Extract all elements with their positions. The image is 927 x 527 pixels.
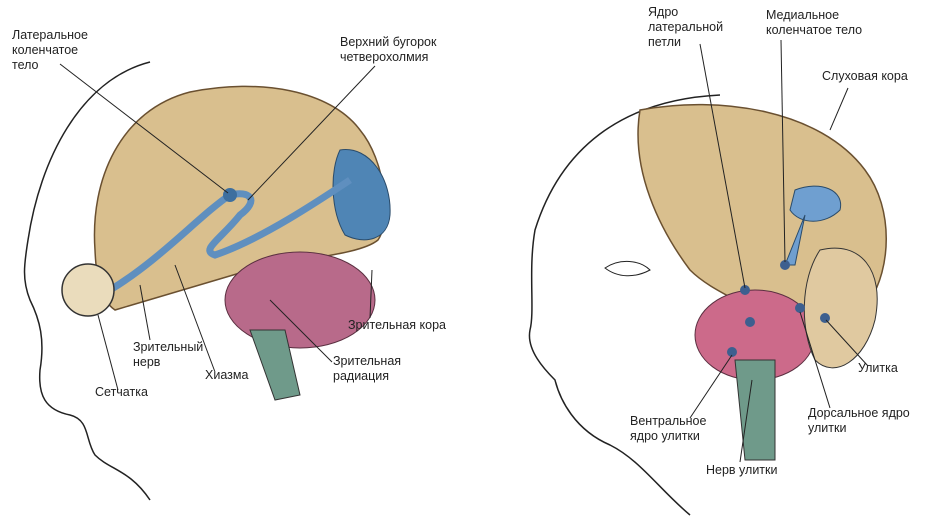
label-optic-radiation: Зрительная радиация	[333, 354, 402, 383]
ear	[803, 247, 878, 369]
leader-lines-right	[689, 39, 869, 463]
head-outline	[528, 94, 721, 516]
label-retina: Сетчатка	[95, 385, 148, 399]
head-outline	[23, 61, 151, 501]
occipital-lobe	[332, 149, 391, 241]
optic-pathway	[108, 177, 352, 294]
face-eye	[604, 261, 651, 277]
label-superior-colliculus: Верхний бугорок четверохолмия	[340, 35, 437, 64]
label-cochlear-nerve: Нерв улитки	[706, 463, 778, 477]
label-dorsal-cochlear-nucleus: Дорсальное ядро улитки	[808, 406, 910, 435]
label-chiasm: Хиазма	[205, 368, 249, 382]
label-cochlea: Улитка	[858, 361, 898, 375]
label-medial-geniculate: Медиальное коленчатое тело	[766, 8, 863, 37]
brainstem	[734, 359, 776, 461]
label-optic-nerve: Зрительный нерв	[133, 340, 204, 369]
eye	[61, 263, 115, 317]
lateral-geniculate-body	[223, 188, 237, 202]
label-ventral-cochlear-nucleus: Вентральное ядро улитки	[630, 414, 707, 443]
right-head-auditory	[528, 39, 887, 516]
cerebellum	[224, 251, 376, 349]
leader-lines-left	[59, 63, 376, 391]
label-lateral-lemniscus-nucleus: Ядро латеральной петли	[648, 5, 724, 49]
label-visual-cortex: Зрительная кора	[348, 318, 446, 332]
left-head-visual	[23, 61, 391, 501]
nuclei	[727, 260, 830, 357]
label-lateral-geniculate: Латеральное коленчатое тело	[12, 28, 88, 72]
brainstem	[249, 329, 301, 401]
label-auditory-cortex: Слуховая кора	[822, 69, 908, 83]
